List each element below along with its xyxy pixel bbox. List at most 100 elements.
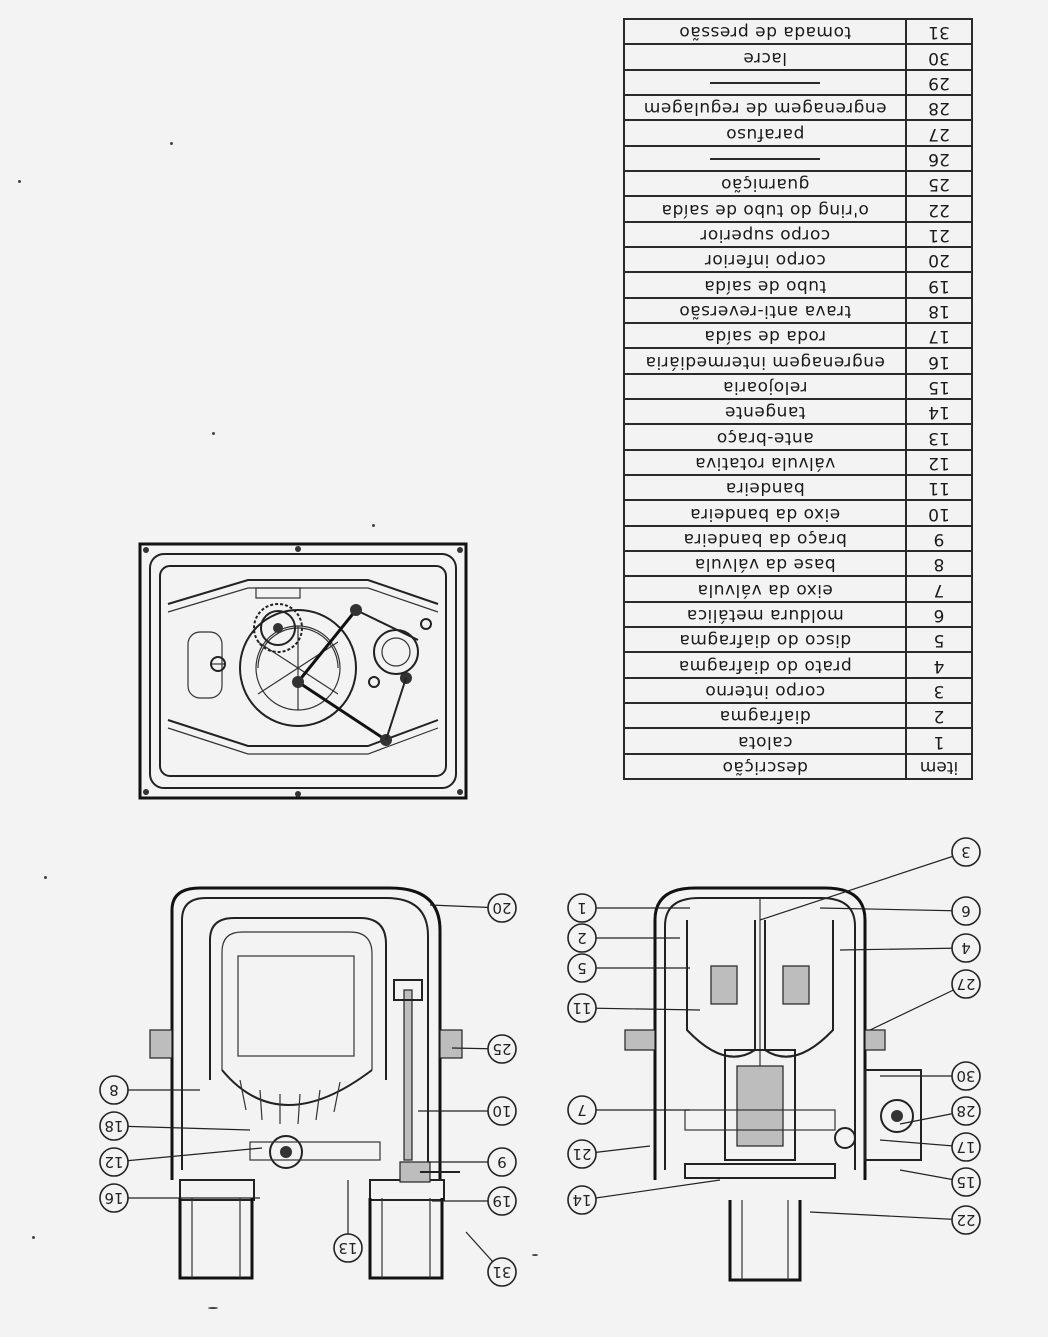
callout-number: 17: [956, 1138, 975, 1156]
callout-circle: [487, 1034, 517, 1064]
callout-right: 15: [899, 1167, 981, 1197]
callout-left: 13: [333, 1180, 363, 1263]
callout-circle: [99, 1147, 129, 1177]
scan-speck: [32, 1236, 35, 1239]
leader-line: [839, 947, 967, 951]
callout-number: 19: [492, 1192, 511, 1210]
scan-speck: [18, 180, 21, 183]
callout-circle: [99, 1075, 129, 1105]
callout-left: 10: [418, 1096, 517, 1126]
callout-number: 10: [492, 1102, 511, 1120]
scan-speck: [372, 524, 375, 527]
callout-left: 18: [99, 1111, 251, 1141]
callout-circle: [951, 1061, 981, 1091]
callout-circle: [333, 1233, 363, 1263]
callout-right: 2: [567, 923, 680, 953]
callout-left: 16: [99, 1183, 260, 1213]
callout-number: 4: [961, 939, 971, 957]
callout-right: 21: [567, 1139, 651, 1169]
callout-circle: [99, 1183, 129, 1213]
callout-left: 31: [465, 1231, 517, 1287]
callout-right: 5: [567, 953, 690, 983]
callout-number: 15: [956, 1173, 975, 1191]
callout-number: 12: [104, 1153, 123, 1171]
left-drawing-callouts: 20 25 10 9 19 31 13 16 12 18 8: [99, 893, 517, 1287]
callout-number: 22: [956, 1211, 975, 1229]
callout-number: 3: [961, 843, 971, 861]
leader-line: [759, 851, 967, 921]
side-section-pipes: [178, 1198, 444, 1280]
front-section-drawing: [624, 886, 922, 1180]
leader-line: [113, 1125, 251, 1131]
scan-speck: [208, 1307, 218, 1309]
callout-circle: [951, 1096, 981, 1126]
callout-circle: [487, 1096, 517, 1126]
leader-line: [869, 983, 967, 1031]
callout-circle: [951, 969, 981, 999]
front-section-pipe: [728, 1200, 802, 1282]
callout-number: 31: [492, 1263, 511, 1281]
callout-circle: [567, 893, 597, 923]
callout-number: 5: [577, 959, 587, 977]
callout-circle: [951, 1132, 981, 1162]
callout-left: 12: [99, 1147, 263, 1177]
callout-number: 27: [956, 975, 975, 993]
callout-number: 20: [492, 899, 511, 917]
callout-number: 25: [492, 1040, 511, 1058]
callout-number: 6: [961, 902, 971, 920]
callout-right: 6: [819, 896, 981, 926]
leader-line: [113, 1147, 263, 1163]
scan-speck: [212, 432, 215, 435]
callout-circle: [951, 1167, 981, 1197]
callout-right: 3: [759, 837, 981, 921]
callout-circle: [567, 923, 597, 953]
callout-circle: [951, 837, 981, 867]
callout-circle: [487, 1147, 517, 1177]
leader-line: [809, 1211, 967, 1221]
leader-line: [819, 907, 967, 912]
callout-circle: [567, 993, 597, 1023]
leader-line: [581, 1007, 701, 1011]
callout-number: 1: [577, 899, 587, 917]
top-view-drawing: [138, 542, 468, 800]
callout-right: 28: [899, 1096, 981, 1126]
callout-left: 9: [428, 1147, 517, 1177]
callout-right: 27: [869, 969, 981, 1031]
callout-right: 22: [809, 1205, 981, 1235]
callout-right: 11: [567, 993, 701, 1023]
callout-circle: [487, 893, 517, 923]
callout-right: 30: [880, 1061, 981, 1091]
callout-left: 8: [99, 1075, 200, 1105]
callout-number: 18: [104, 1117, 123, 1135]
scan-speck: [170, 142, 173, 145]
callout-right: 14: [567, 1179, 721, 1215]
callout-number: 16: [104, 1189, 123, 1207]
callout-number: 13: [338, 1239, 357, 1257]
callout-circle: [951, 1205, 981, 1235]
callout-right: 4: [839, 933, 981, 963]
callout-circle: [951, 933, 981, 963]
callout-number: 8: [109, 1081, 119, 1099]
callout-circle: [99, 1111, 129, 1141]
callout-number: 7: [577, 1101, 587, 1119]
scan-speck: [44, 876, 47, 879]
callout-right: 7: [567, 1095, 690, 1125]
callout-left: 19: [432, 1186, 517, 1216]
callout-circle: [567, 1185, 597, 1215]
callout-circle: [487, 1186, 517, 1216]
callout-right: 1: [567, 893, 690, 923]
callout-number: 21: [572, 1145, 591, 1163]
callout-number: 28: [956, 1102, 975, 1120]
leader-line: [581, 1179, 721, 1201]
callout-circle: [567, 953, 597, 983]
side-section-drawing: [149, 886, 463, 1201]
callout-number: 11: [572, 999, 591, 1017]
callout-left: 20: [429, 893, 517, 923]
callout-number: 30: [956, 1067, 975, 1085]
callout-circle: [951, 896, 981, 926]
callout-circle: [567, 1139, 597, 1169]
callout-circle: [487, 1257, 517, 1287]
